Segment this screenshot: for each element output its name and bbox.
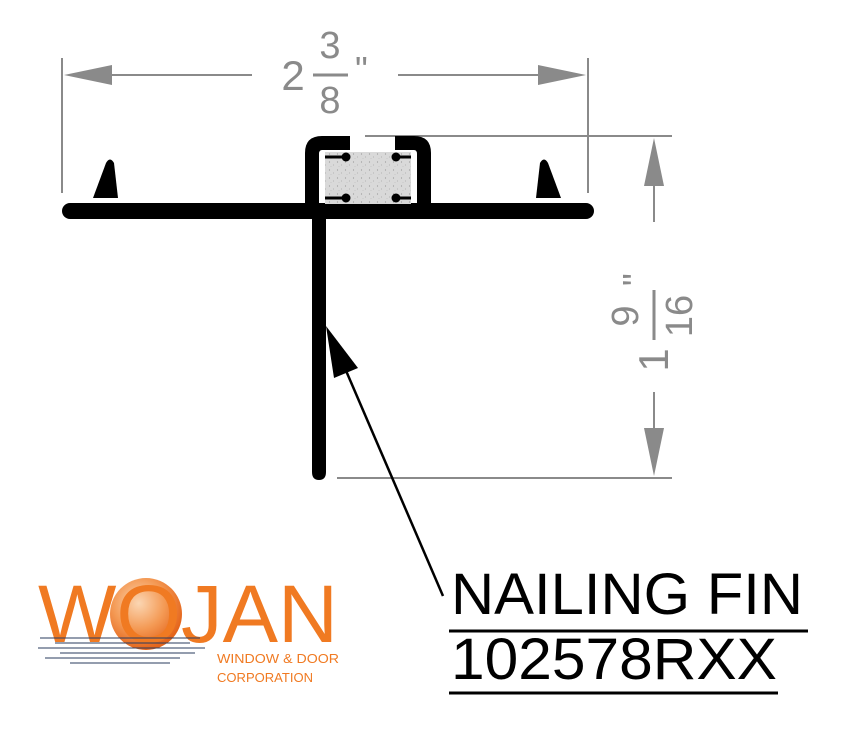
callout: NAILING FIN 102578RXX: [449, 562, 808, 695]
width-unit: ": [355, 49, 368, 90]
height-numerator: 9: [605, 305, 647, 326]
height-whole: 1: [630, 348, 677, 371]
height-denominator: 16: [659, 295, 701, 337]
right-barb: [536, 159, 561, 198]
callout-name: NAILING FIN: [451, 562, 803, 627]
width-arrowhead-right: [538, 65, 586, 85]
height-arrowhead-bottom: [644, 428, 664, 476]
flange: [62, 203, 594, 219]
logo-wordmark: WOJAN: [38, 569, 338, 660]
height-label: 1 9 16 ": [605, 273, 701, 371]
width-arrowhead-left: [64, 65, 112, 85]
water-lines-icon: [38, 637, 205, 664]
width-dimension: 2 3 8 ": [61, 25, 589, 193]
left-barb: [93, 159, 118, 198]
leader-arrowhead: [326, 326, 358, 378]
extrusion-profile: [62, 136, 594, 480]
width-denominator: 8: [319, 80, 340, 122]
height-arrowhead-top: [644, 138, 664, 186]
width-whole: 2: [281, 52, 304, 99]
wojan-logo: WOJAN WINDOW & DOOR CORPORATION: [38, 569, 339, 685]
fin-score-line: [312, 325, 326, 380]
callout-leader: [326, 326, 445, 597]
logo-tagline-line2: CORPORATION: [217, 671, 313, 685]
height-unit: ": [615, 273, 656, 286]
channel-left-wall: [305, 136, 350, 205]
height-dimension: 1 9 16 ": [337, 135, 701, 479]
callout-part-number: 102578RXX: [451, 627, 777, 692]
logo-tagline-line1: WINDOW & DOOR: [217, 652, 339, 666]
sun-icon: [110, 578, 182, 650]
leader-line: [342, 365, 445, 597]
width-numerator: 3: [319, 25, 340, 67]
channel-right-wall: [395, 136, 431, 205]
